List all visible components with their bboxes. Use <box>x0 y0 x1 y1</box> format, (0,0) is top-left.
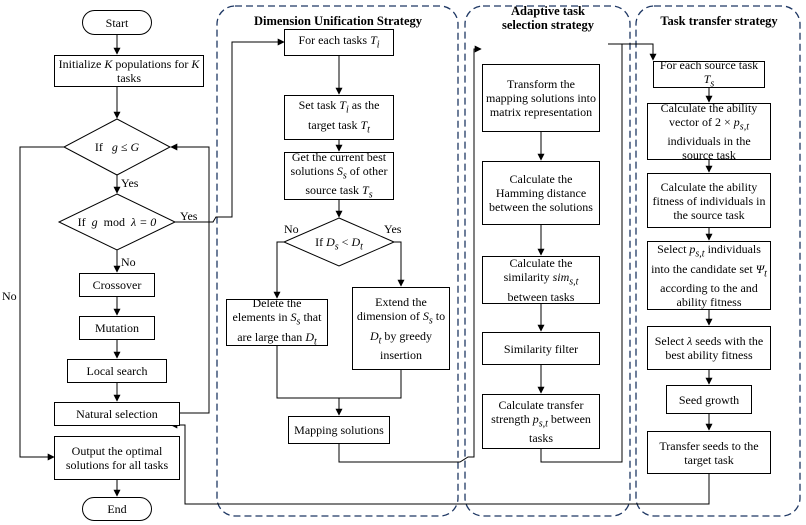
no-label-1: No <box>121 255 136 269</box>
dim-delete-box: Delete the elements in Ss that are large… <box>226 296 328 347</box>
mutation-step: Mutation <box>79 316 155 340</box>
arrow-natural-loop <box>170 143 210 414</box>
transfer-panel-title: Task transfer strategy <box>660 14 778 28</box>
adaptive-panel-title: Adaptive task selection strategy <box>502 4 594 32</box>
mutation-label: Mutation <box>95 321 139 335</box>
dim-yes-label: Yes <box>384 222 402 236</box>
no-label-side: No <box>2 289 17 303</box>
crossover-step: Crossover <box>79 273 155 297</box>
growth-label: Seed growth <box>678 392 740 407</box>
transfer-seeds-label: Transfer seeds to the target task <box>659 438 759 467</box>
dimension-panel-title: Dimension Unification Strategy <box>253 14 423 28</box>
dimension-panel <box>216 5 459 517</box>
mapping-label: Mapping solutions <box>294 423 384 437</box>
dim-no-label: No <box>284 222 299 236</box>
end-label: End <box>107 502 127 516</box>
arrow-dim-yes <box>394 241 405 287</box>
end-terminal: End <box>82 497 152 521</box>
dimension-decision-diamond <box>282 217 396 267</box>
output-label: Output the optimal solutions for all tas… <box>65 444 169 472</box>
arrow-no-output <box>19 146 64 461</box>
arrow-delete-merge <box>276 321 339 399</box>
init-text: Initialize K populations for K tasks <box>58 57 200 85</box>
cond2-text: If g mod λ = 0 <box>77 215 157 229</box>
natural-selection-step: Natural selection <box>54 402 180 426</box>
adaptive-filter-step: Similarity filter <box>482 332 600 365</box>
yes-label-2: Yes <box>180 209 198 223</box>
init-step: Initialize K populations for K tasks <box>54 55 204 87</box>
transfer-seeds-step: Select λ seeds with the best ability fit… <box>647 326 771 370</box>
transfer-ability-step: Calculate the ability vector of 2 × ps,t… <box>647 101 771 162</box>
local-search-label: Local search <box>86 364 148 378</box>
crossover-label: Crossover <box>92 278 142 292</box>
local-search-step: Local search <box>67 359 167 383</box>
start-label: Start <box>105 15 129 30</box>
arrow-extend-merge <box>339 370 402 399</box>
transfer-fitness-step: Calculate the ability fitness of individ… <box>647 173 771 228</box>
dim-for-each-step: For each tasks Ti <box>284 29 394 56</box>
adaptive-hamming-step: Calculate the Hamming distance between t… <box>482 161 600 225</box>
arrow-adaptive-transfer <box>540 43 657 463</box>
natural-selection-label: Natural selection <box>76 407 158 421</box>
dim-extend-step: Extend the dimension of Ss to Dt by gree… <box>352 287 450 370</box>
transfer-for-each-step: For each source task Ts <box>653 58 765 89</box>
filter-label: Similarity filter <box>503 341 579 356</box>
arrow-dim-no <box>273 241 284 299</box>
dim-get-best-step: Get the current best solutions Ss of oth… <box>284 150 394 200</box>
arrow-yes-dimension <box>175 38 285 223</box>
adaptive-strength-step: Calculate transfer strength ps,t between… <box>482 394 600 449</box>
adaptive-transform-step: Transform the mapping solutions into mat… <box>482 64 600 132</box>
output-step: Output the optimal solutions for all tas… <box>54 436 180 480</box>
yes-label-1: Yes <box>121 176 139 190</box>
fitness-label: Calculate the ability fitness of individ… <box>652 179 766 222</box>
cond1-text: If g ≤ G <box>94 140 140 154</box>
dim-cond-text: If Ds < Dt <box>315 235 363 253</box>
transfer-growth-step: Seed growth <box>666 385 752 414</box>
transfer-select-step: Select ps,t individuals into the candida… <box>647 241 771 310</box>
dim-mapping-step: Mapping solutions <box>288 416 390 444</box>
start-terminal: Start <box>82 10 152 35</box>
arrow-transfer-back <box>170 421 710 505</box>
transform-label: Transform the mapping solutions into mat… <box>486 77 597 119</box>
arrow-mapping-adaptive <box>338 45 482 463</box>
hamming-label: Calculate the Hamming distance between t… <box>489 172 593 214</box>
adaptive-similarity-step: Calculate the similarity sims,t between … <box>482 256 600 304</box>
transfer-seeds-target-step: Transfer seeds to the target task <box>647 431 771 474</box>
dim-set-target-step: Set task Ti as the target task Tt <box>284 95 394 140</box>
transfer-panel <box>635 5 801 517</box>
